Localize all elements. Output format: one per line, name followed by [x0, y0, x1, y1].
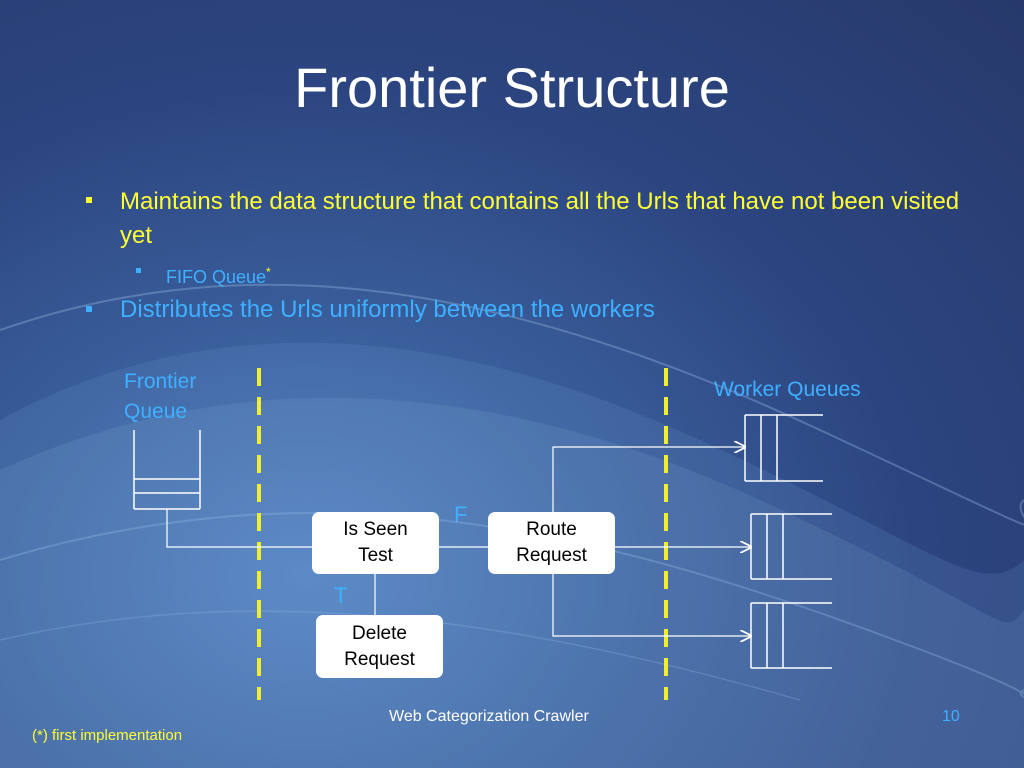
route-to-worker-3-arrow — [552, 574, 751, 636]
false-branch-label: F — [454, 502, 468, 527]
frontier-to-is-seen-line — [166, 509, 312, 548]
route-request-box: Route Request — [488, 512, 615, 574]
delete-line1: Delete — [352, 622, 407, 644]
slide-title: Frontier Structure — [294, 56, 730, 119]
bullet-maintains-urls: Maintains the data structure that contai… — [120, 188, 960, 249]
sub-bullet-fifo: FIFO Queue* — [166, 259, 271, 290]
worker-queue-3 — [750, 602, 832, 669]
bullet-marker — [86, 306, 92, 312]
footnote-marker: * — [266, 265, 271, 279]
true-branch-label: T — [334, 583, 348, 608]
bullet-distributes-urls: Distributes the Urls uniformly between t… — [120, 296, 655, 323]
sub-bullet-marker — [136, 268, 141, 273]
route-line1: Route — [526, 519, 577, 540]
worker-queue-1 — [744, 414, 823, 482]
frontier-queue-label-line1: Frontier — [124, 370, 197, 393]
is-seen-line2: Test — [358, 545, 393, 566]
frontier-queue-shape — [133, 430, 201, 510]
route-to-worker-1-arrow — [552, 447, 745, 512]
is-seen-line1: Is Seen — [343, 519, 408, 540]
worker-queue-2 — [750, 513, 832, 580]
route-line2: Request — [516, 545, 587, 566]
footnote: (*) first implementation — [32, 727, 183, 744]
sub-bullet-fifo-text: FIFO Queue — [166, 267, 267, 287]
bullet-marker — [86, 197, 92, 203]
worker-queues-label: Worker Queues — [714, 378, 861, 401]
delete-request-box: Delete Request — [316, 615, 443, 678]
is-seen-test-box: Is Seen Test — [312, 512, 439, 574]
delete-line2: Request — [344, 648, 415, 670]
footer-title: Web Categorization Crawler — [389, 708, 589, 725]
page-number: 10 — [942, 708, 960, 725]
frontier-queue-label-line2: Queue — [124, 400, 188, 423]
frontier-queue-label: Frontier Queue — [124, 367, 196, 427]
